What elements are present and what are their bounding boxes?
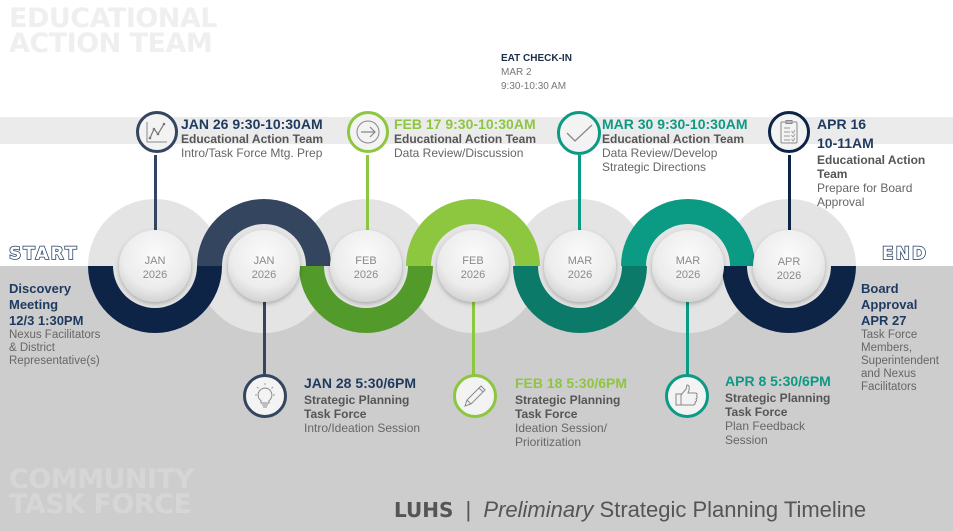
- footer-org: LUHS: [394, 498, 454, 522]
- event-jan26: JAN 26 9:30-10:30AM Educational Action T…: [181, 116, 324, 160]
- event-feb17: FEB 17 9:30-10:30AM Educational Action T…: [394, 116, 537, 160]
- event-icon-jan26: [136, 111, 178, 153]
- lightbulb-icon: [255, 383, 275, 408]
- end-label: END: [881, 243, 928, 265]
- watermark-community-task-force: COMMUNITY TASK FORCE: [9, 464, 194, 520]
- arrow-right-icon: [356, 120, 380, 144]
- event-mar30: MAR 30 9:30-10:30AM Educational Action T…: [602, 116, 748, 174]
- discovery-meeting: Discovery Meeting 12/3 1:30PM Nexus Faci…: [9, 281, 101, 367]
- checkmark-icon: [566, 124, 593, 142]
- pencil-icon: [464, 385, 486, 407]
- watermark-line: COMMUNITY: [9, 464, 194, 495]
- watermark-line: ACTION TEAM: [9, 28, 213, 59]
- event-icon-feb17: [347, 111, 389, 153]
- event-icon-apr8: [665, 374, 709, 418]
- footer-title: LUHS | Preliminary Strategic Planning Ti…: [394, 497, 866, 523]
- watermark-educational-action-team: EDUCATIONAL ACTION TEAM: [9, 3, 218, 59]
- event-icon-apr16: [768, 111, 810, 153]
- event-feb18: FEB 18 5:30/6PM Strategic Planning Task …: [515, 375, 628, 449]
- watermark-line: EDUCATIONAL: [9, 3, 218, 34]
- event-icon-feb18: [453, 374, 497, 418]
- board-approval: Board Approval APR 27 Task Force Members…: [861, 281, 940, 393]
- footer-italic: Preliminary: [483, 497, 594, 522]
- thumbs-up-icon: [675, 384, 698, 406]
- footer-rest: Strategic Planning Timeline: [599, 497, 867, 522]
- event-apr16: APR 16 10-11AM Educational Action Team P…: [817, 116, 926, 209]
- event-icon-jan28: [243, 374, 287, 418]
- event-jan28: JAN 28 5:30/6PM Strategic Planning Task …: [304, 375, 421, 435]
- start-label: START: [8, 243, 79, 265]
- footer-separator: |: [465, 497, 472, 522]
- event-icon-mar30: [557, 111, 601, 155]
- event-apr8: APR 8 5:30/6PM Strategic Planning Task F…: [725, 373, 831, 447]
- line-chart-icon: [146, 122, 167, 143]
- clipboard-checklist-icon: [780, 120, 798, 144]
- eat-check-in: EAT CHECK-IN MAR 2 9:30-10:30 AM: [501, 53, 572, 92]
- watermark-line: TASK FORCE: [9, 489, 192, 520]
